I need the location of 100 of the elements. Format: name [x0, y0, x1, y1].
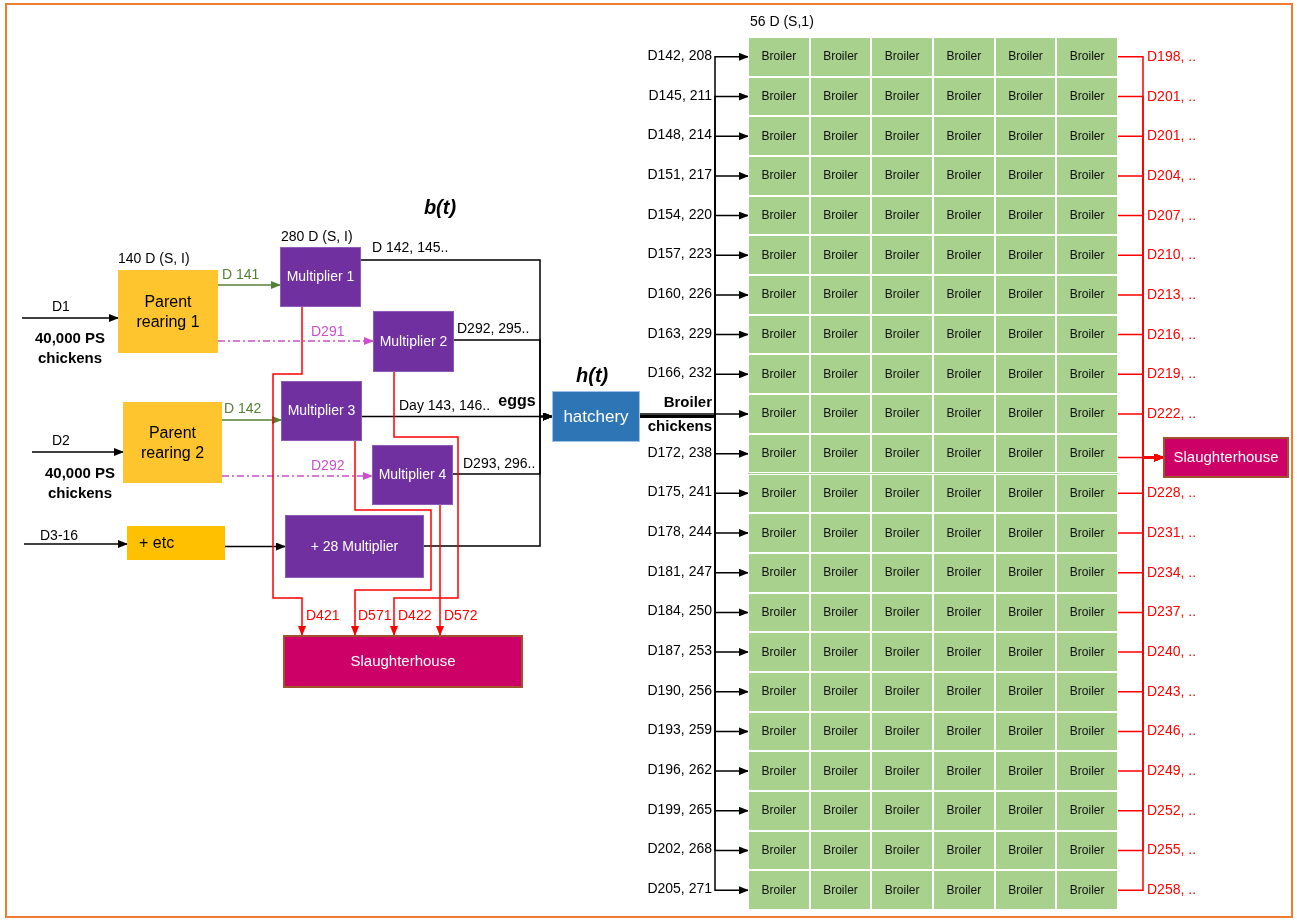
broiler-cell: Broiler: [1056, 275, 1118, 315]
broiler-cell: Broiler: [748, 751, 810, 791]
edge-label: D172, 238: [646, 443, 712, 460]
broiler-cell: Broiler: [748, 156, 810, 196]
edge-label: D190, 256: [646, 681, 712, 698]
broiler-cell: Broiler: [994, 37, 1057, 77]
edge-label: D142, 208: [646, 46, 712, 63]
edge-label: D222, ..: [1147, 404, 1197, 421]
broiler-cell: Broiler: [933, 513, 995, 553]
broiler-cell: Broiler: [809, 195, 872, 236]
arrow: [639, 410, 749, 418]
broiler-cell: Broiler: [748, 37, 810, 77]
broiler-cell: Broiler: [1056, 116, 1118, 157]
broiler-cell: Broiler: [871, 830, 933, 871]
broiler-cell: Broiler: [748, 711, 810, 752]
edge-label: D151, 217: [646, 165, 712, 182]
broiler-cell: Broiler: [933, 632, 995, 672]
broiler-cell: Broiler: [994, 314, 1057, 355]
broiler-cell: Broiler: [933, 275, 995, 315]
multiplier-box: Multiplier 2: [373, 311, 454, 372]
edge-label: D293, 296..: [463, 455, 536, 471]
edge-label: D243, ..: [1147, 682, 1197, 699]
broiler-cell: Broiler: [1056, 37, 1118, 77]
broiler-cell: Broiler: [994, 235, 1057, 276]
broiler-cell: Broiler: [871, 592, 933, 633]
broiler-cell: Broiler: [933, 37, 995, 77]
broiler-cell: Broiler: [933, 830, 995, 871]
multiplier-box: Multiplier 1: [280, 247, 361, 307]
broiler-cell: Broiler: [748, 76, 810, 117]
broiler-cell: Broiler: [994, 592, 1057, 633]
rearing-box: Parent rearing 2: [123, 402, 222, 483]
rearing-box: Parent rearing 1: [118, 270, 218, 353]
node-caption: h(t): [576, 364, 609, 387]
arrow: [23, 540, 128, 548]
broiler-cell: Broiler: [994, 394, 1057, 434]
edge-label: Day 143, 146..: [399, 397, 491, 413]
broiler-cell: Broiler: [1056, 751, 1118, 791]
broiler-cell: Broiler: [994, 116, 1057, 157]
broiler-cell: Broiler: [809, 592, 872, 633]
broiler-cell: Broiler: [748, 790, 810, 831]
text-label: eggs: [497, 392, 537, 410]
broiler-cell: Broiler: [809, 671, 872, 712]
broiler-cell: Broiler: [1056, 433, 1118, 474]
edge-label: D291: [311, 323, 345, 339]
broiler-cell: Broiler: [1056, 830, 1118, 871]
broiler-cell: Broiler: [748, 275, 810, 315]
broiler-cell: Broiler: [994, 632, 1057, 672]
broiler-cell: Broiler: [994, 870, 1057, 910]
multiplier-box: + 28 Multiplier: [285, 515, 424, 578]
edge-label: D216, ..: [1147, 325, 1197, 342]
edge-label: D249, ..: [1147, 762, 1197, 779]
rearing-box: + etc: [127, 526, 225, 560]
broiler-cell: Broiler: [871, 76, 933, 117]
edge-label: D154, 220: [646, 205, 712, 222]
broiler-cell: Broiler: [1056, 235, 1118, 276]
edge-label: Broiler chickens: [646, 391, 712, 436]
broiler-cell: Broiler: [871, 671, 933, 712]
edge-label: D175, 241: [646, 483, 712, 500]
text-label: 40,000 PS chickens: [43, 463, 117, 503]
broiler-cell: Broiler: [809, 116, 872, 157]
edge-label: D207, ..: [1147, 206, 1197, 223]
edge-label: D 142: [224, 400, 262, 416]
edge-label: D572: [444, 607, 478, 623]
broiler-cell: Broiler: [809, 751, 872, 791]
arrow: [224, 542, 286, 551]
edge-label: D231, ..: [1147, 524, 1197, 540]
broiler-cell: Broiler: [1056, 473, 1118, 514]
broiler-cell: Broiler: [994, 790, 1057, 831]
broiler-cell: Broiler: [933, 433, 995, 474]
broiler-cell: Broiler: [871, 314, 933, 355]
edge-label: D148, 214: [646, 126, 712, 143]
broiler-cell: Broiler: [809, 433, 872, 474]
broiler-cell: Broiler: [748, 671, 810, 712]
node-caption: 280 D (S, I): [281, 228, 353, 244]
edge-label: D202, 268: [646, 840, 712, 857]
broiler-cell: Broiler: [809, 156, 872, 196]
broiler-cell: Broiler: [1056, 156, 1118, 196]
broiler-cell: Broiler: [1056, 552, 1118, 593]
arrow: [21, 314, 119, 322]
hatchery-box: hatchery: [552, 391, 640, 442]
slaughterhouse-box: Slaughterhouse: [1163, 437, 1289, 478]
edge-label: D237, ..: [1147, 603, 1197, 620]
broiler-cell: Broiler: [809, 711, 872, 752]
edge-label: D181, 247: [646, 562, 712, 579]
broiler-cell: Broiler: [1056, 790, 1118, 831]
edge-label: D201, ..: [1147, 87, 1197, 104]
edge-label: D571: [358, 607, 392, 623]
broiler-cell: Broiler: [1056, 870, 1118, 910]
broiler-cell: Broiler: [871, 513, 933, 553]
broiler-cell: Broiler: [871, 354, 933, 395]
broiler-cell: Broiler: [871, 632, 933, 672]
broiler-cell: Broiler: [933, 552, 995, 593]
broiler-cell: Broiler: [809, 870, 872, 910]
edge-label: D204, ..: [1147, 166, 1197, 183]
broiler-cell: Broiler: [809, 473, 872, 514]
edge-label: D157, 223: [646, 245, 712, 262]
broiler-cell: Broiler: [748, 870, 810, 910]
edge-label: D1: [52, 298, 70, 314]
broiler-cell: Broiler: [933, 314, 995, 355]
broiler-cell: Broiler: [809, 235, 872, 276]
